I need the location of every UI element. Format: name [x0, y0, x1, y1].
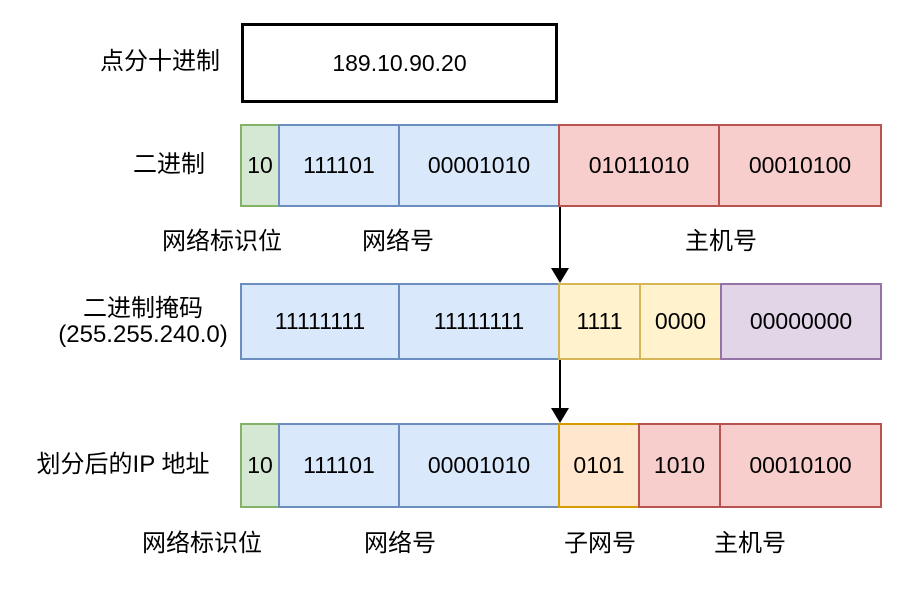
mask-cell-1: 11111111 [240, 283, 400, 360]
caption-network-id-bits: 网络标识位 [162, 228, 282, 255]
down-arrow-head-1 [551, 268, 569, 283]
mask-label-line2: (255.255.240.0) [58, 321, 228, 348]
mask-cell-host: 00000000 [720, 283, 882, 360]
binary-cell-network-id: 10 [240, 124, 280, 207]
binary-cell-network-2: 00001010 [398, 124, 560, 207]
row-label-binary: 二进制 [133, 151, 205, 178]
subnetted-cell-host-2: 00010100 [719, 423, 882, 508]
subnetted-cell-network-1: 111101 [278, 423, 400, 508]
dotted-decimal-value: 189.10.90.20 [332, 49, 467, 76]
binary-cell-network-1: 111101 [278, 124, 400, 207]
subnetted-cell-subnet: 0101 [558, 423, 640, 508]
subnetted-cell-network-id: 10 [240, 423, 280, 508]
mask-cell-subnet-ones: 1111 [558, 283, 641, 360]
caption-host-number: 主机号 [685, 228, 757, 255]
row-label-mask: 二进制掩码 (255.255.240.0) [58, 296, 227, 348]
down-arrow-head-2 [551, 408, 569, 423]
binary-cell-host-1: 01011010 [558, 124, 720, 207]
row-label-dotted-decimal: 点分十进制 [100, 48, 220, 75]
down-arrow-line-1 [559, 207, 561, 270]
mask-label-line1: 二进制掩码 [83, 295, 203, 322]
caption-subnet-number: 子网号 [564, 530, 636, 557]
dotted-decimal-box: 189.10.90.20 [241, 23, 558, 103]
caption-network-id-bits-2: 网络标识位 [142, 530, 262, 557]
caption-network-number: 网络号 [362, 228, 434, 255]
mask-cell-2: 11111111 [398, 283, 560, 360]
mask-cell-subnet-zeros: 0000 [639, 283, 722, 360]
caption-host-number-2: 主机号 [714, 530, 786, 557]
subnetted-cell-network-2: 00001010 [398, 423, 560, 508]
row-label-subnetted-ip: 划分后的IP 地址 [36, 451, 210, 478]
down-arrow-line-2 [559, 360, 561, 408]
caption-network-number-2: 网络号 [364, 530, 436, 557]
subnetted-cell-host-1: 1010 [638, 423, 721, 508]
binary-cell-host-2: 00010100 [718, 124, 882, 207]
